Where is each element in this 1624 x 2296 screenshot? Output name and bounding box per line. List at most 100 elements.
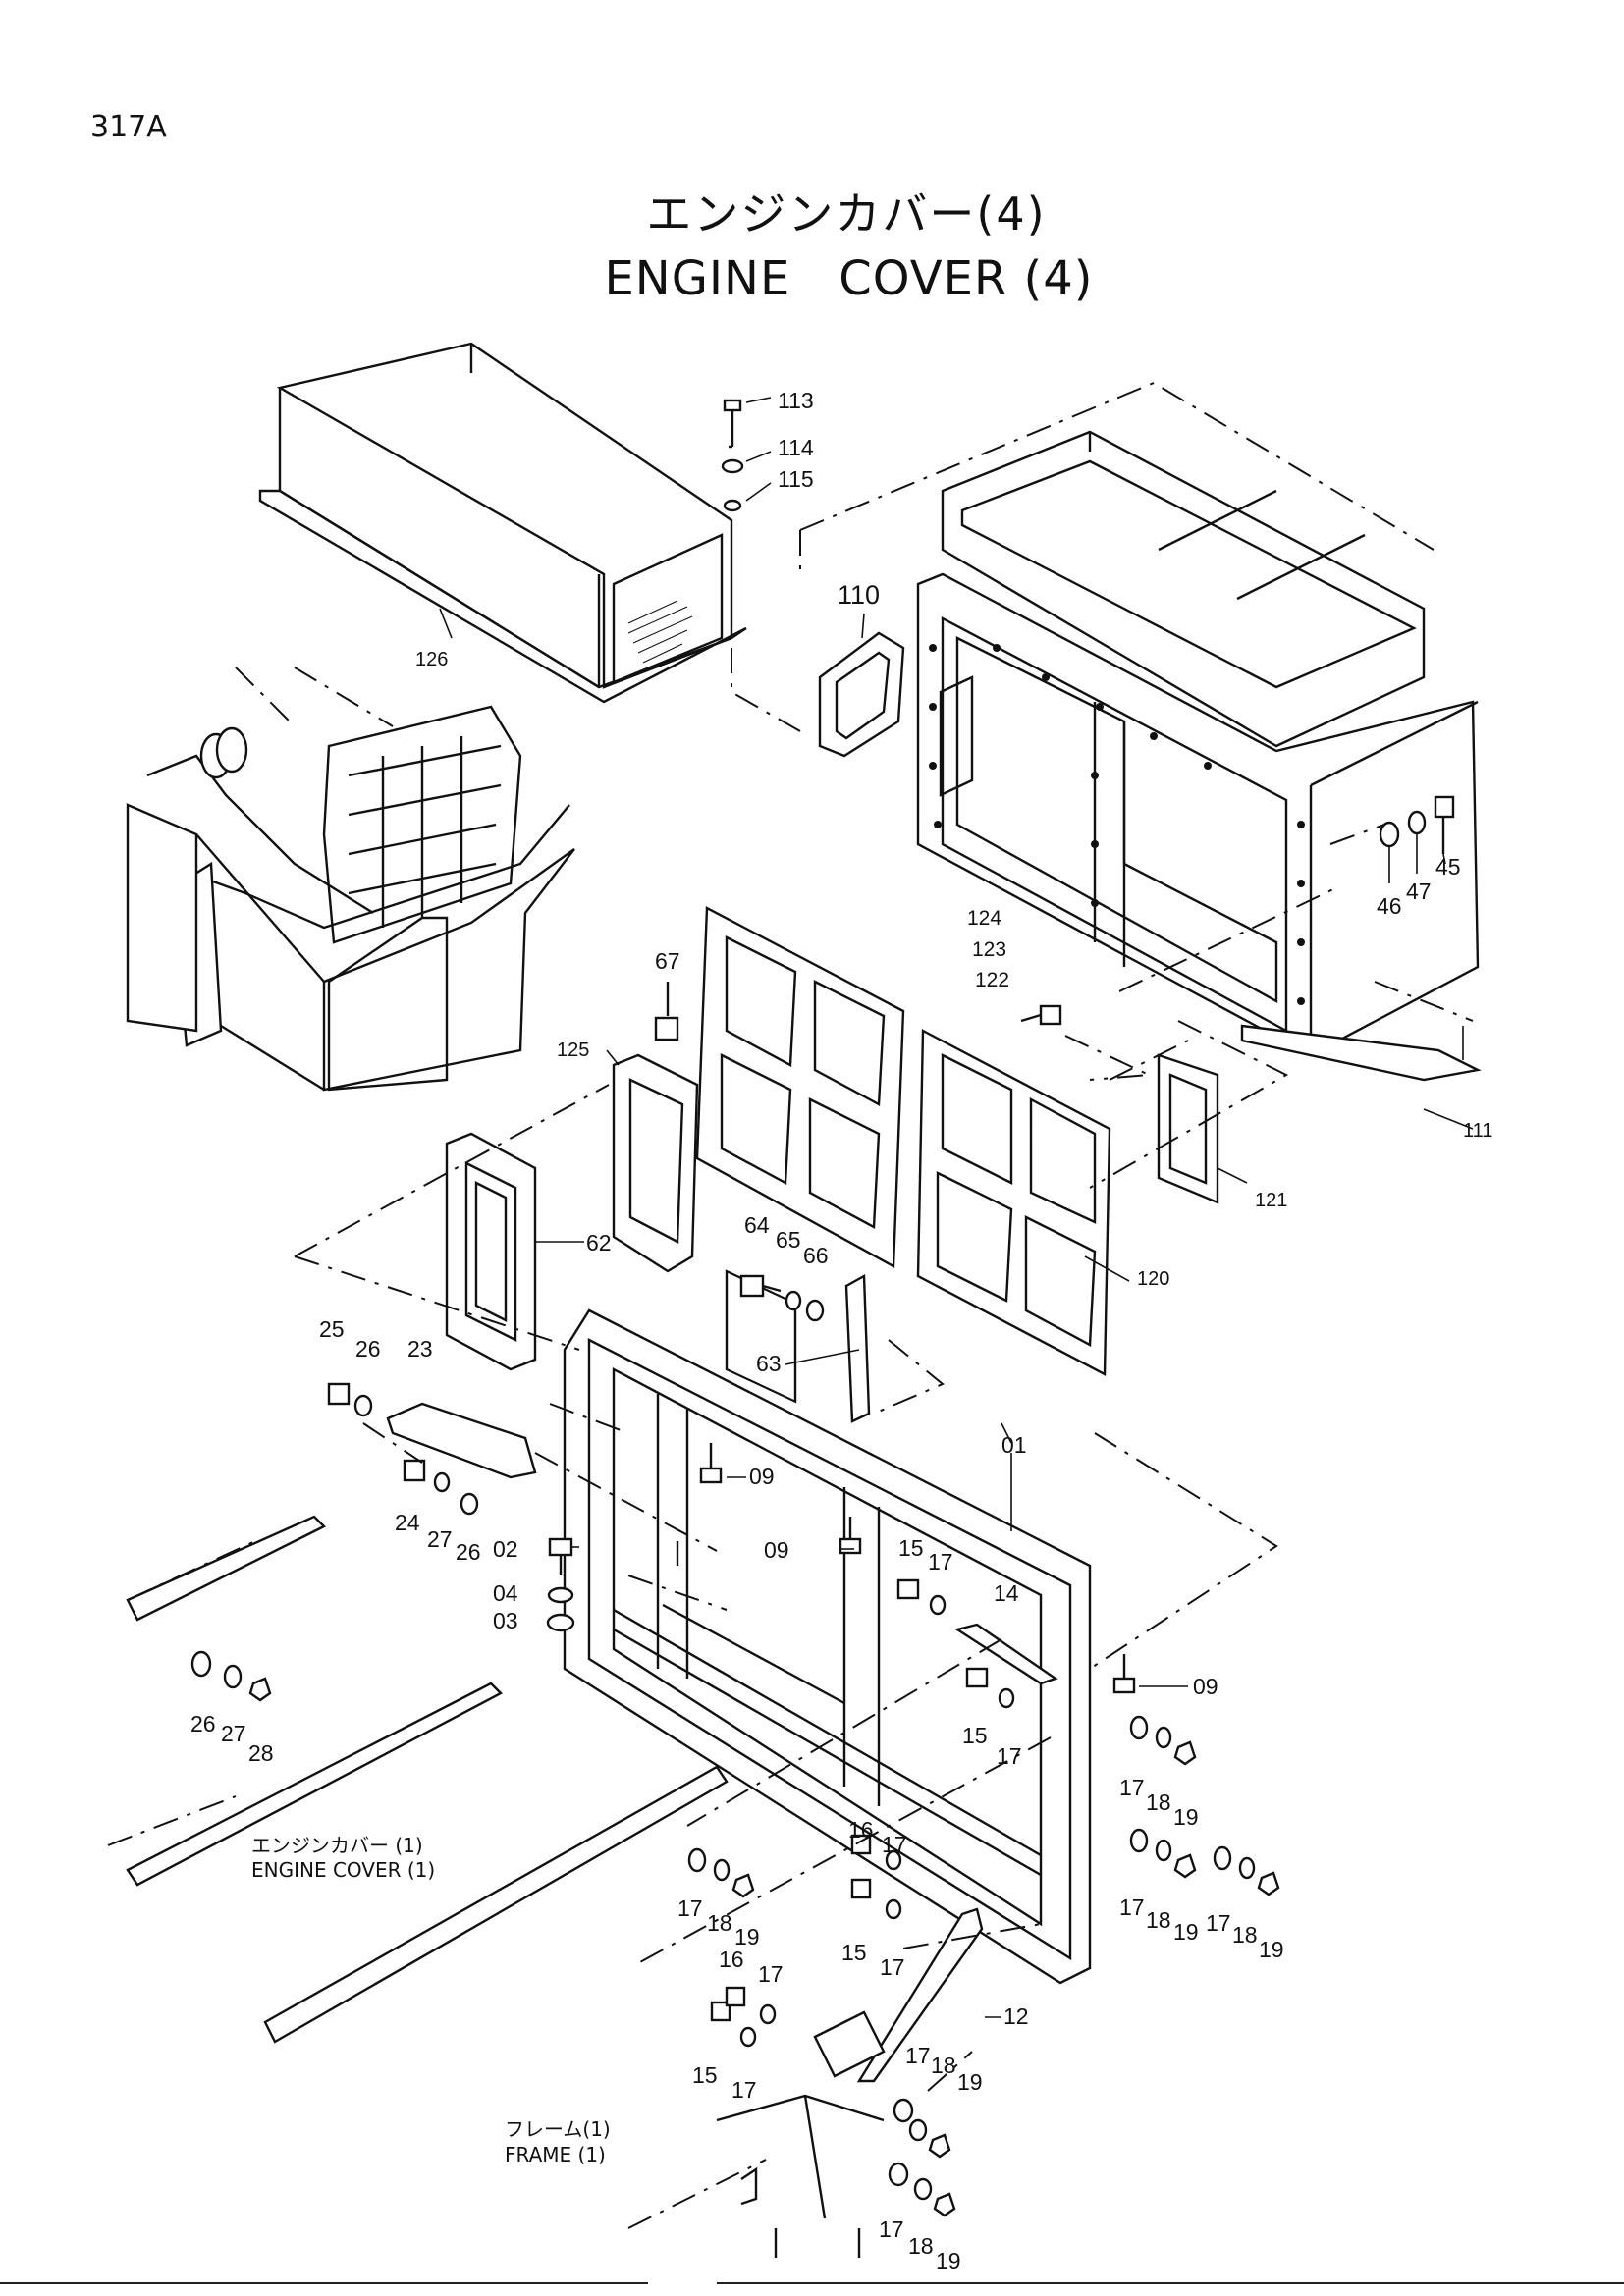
callout-18b: 18	[707, 1910, 732, 1936]
callout-19e: 19	[957, 2069, 983, 2095]
callout-17h: 17	[1206, 1910, 1231, 1936]
part-126-duct-cover	[258, 342, 747, 704]
callout-17b: 17	[997, 1743, 1022, 1769]
callout-16b: 16	[719, 1947, 744, 1972]
callout-47: 47	[1406, 879, 1432, 904]
callout-15c: 15	[841, 1940, 867, 1965]
callout-65: 65	[776, 1227, 801, 1253]
bottom-rule-right	[717, 2282, 1624, 2284]
callout-18: 18	[1146, 1789, 1171, 1815]
callout-15: 15	[898, 1535, 924, 1561]
callout-17: 17	[928, 1549, 953, 1575]
callout-19d: 19	[1259, 1937, 1284, 1962]
callout-62: 62	[586, 1230, 612, 1255]
ref-engine-cover-1-en: ENGINE COVER (1)	[251, 1858, 436, 1882]
part-14-plate	[896, 1578, 1058, 1709]
callout-110: 110	[838, 580, 881, 610]
callout-126: 126	[415, 649, 449, 670]
part-frame-base	[627, 2094, 885, 2258]
callout-114: 114	[778, 435, 814, 460]
callout-09b: 09	[764, 1537, 789, 1563]
part-23-stay	[327, 1382, 718, 1552]
callout-18d: 18	[1232, 1922, 1258, 1948]
callout-19f: 19	[936, 2248, 961, 2273]
callout-26b: 26	[456, 1539, 481, 1565]
callout-16: 16	[848, 1817, 874, 1842]
ref-engine-cover-1-jp: エンジンカバー (1)	[251, 1834, 423, 1857]
callout-120: 120	[1137, 1268, 1170, 1290]
part-113-115-bolt-washers	[721, 397, 772, 512]
part-12-brace	[813, 1907, 984, 2083]
part-125-gasket	[606, 1049, 699, 1273]
callout-01: 01	[1001, 1432, 1027, 1458]
part-01-main-frame	[563, 1308, 1092, 1985]
callout-25: 25	[319, 1316, 345, 1342]
callout-18f: 18	[908, 2233, 934, 2259]
callout-115: 115	[778, 466, 814, 492]
part-110-gasket	[818, 613, 905, 758]
callout-18e: 18	[931, 2053, 956, 2078]
part-122-screw	[1020, 1004, 1062, 1026]
callout-03: 03	[493, 1608, 518, 1633]
callout-26c: 26	[190, 1711, 216, 1736]
part-121-gasket	[1157, 1053, 1219, 1204]
callout-123: 123	[972, 938, 1007, 961]
callout-45: 45	[1435, 854, 1461, 880]
callout-19: 19	[1173, 1804, 1199, 1830]
callout-19b: 19	[734, 1924, 760, 1949]
callout-17i: 17	[758, 1961, 784, 1987]
callout-23: 23	[407, 1336, 433, 1362]
callout-19c: 19	[1173, 1919, 1199, 1945]
part-67-screw	[654, 982, 679, 1041]
part-64-66-hardware	[739, 1274, 825, 1322]
callout-17g: 17	[1119, 1895, 1145, 1920]
callout-15b: 15	[962, 1723, 988, 1748]
callout-09c: 09	[1193, 1674, 1218, 1699]
callout-27: 27	[427, 1526, 453, 1552]
callout-18c: 18	[1146, 1907, 1171, 1933]
ref-frame-1-jp: フレーム(1)	[505, 2117, 611, 2141]
callout-17j: 17	[731, 2077, 757, 2103]
title-english: ENGINE COVER (4)	[604, 251, 1094, 306]
callout-121: 121	[1255, 1190, 1288, 1211]
part-62-seal	[445, 1132, 537, 1371]
callout-14: 14	[994, 1580, 1019, 1606]
callout-26: 26	[355, 1336, 381, 1362]
part-side-rails	[107, 1515, 729, 2044]
callout-17e: 17	[677, 1896, 703, 1921]
callout-125: 125	[557, 1040, 590, 1061]
callout-66: 66	[803, 1243, 829, 1268]
callout-17d: 17	[882, 1832, 907, 1857]
callout-111: 111	[1463, 1120, 1493, 1142]
leader-lines	[535, 1108, 1474, 2018]
callout-09: 09	[749, 1464, 775, 1489]
part-hardware-stacks	[190, 1650, 1280, 2217]
callout-04: 04	[493, 1580, 518, 1606]
part-63-rod	[844, 1273, 871, 1423]
callout-12: 12	[1003, 2003, 1029, 2029]
callout-27b: 27	[221, 1721, 246, 1746]
part-02-04-hardware	[546, 1537, 575, 1632]
callout-113: 113	[778, 388, 814, 413]
callout-122: 122	[975, 969, 1010, 991]
title-japanese: エンジンカバー(4)	[646, 187, 1047, 240]
page-number: 317A	[90, 110, 167, 144]
part-radiator-housing	[916, 430, 1482, 1082]
part-engine-compartment	[126, 667, 575, 1092]
callout-124: 124	[967, 907, 1002, 930]
callout-64: 64	[744, 1212, 770, 1238]
callout-15d: 15	[692, 2062, 718, 2088]
part-45-47-hardware	[1379, 795, 1455, 883]
callout-17f: 17	[880, 1954, 905, 1980]
bottom-rule-left	[0, 2282, 648, 2284]
callout-63: 63	[756, 1351, 782, 1376]
callout-17l: 17	[879, 2216, 904, 2242]
ref-frame-1-en: FRAME (1)	[505, 2143, 606, 2166]
part-120-mesh-panel	[916, 1029, 1111, 1376]
part-center-mesh-panel	[695, 906, 905, 1404]
callout-17k: 17	[905, 2043, 931, 2068]
callout-02: 02	[493, 1536, 518, 1562]
callout-17c: 17	[1119, 1775, 1145, 1800]
phantom-lines	[294, 381, 1474, 2092]
